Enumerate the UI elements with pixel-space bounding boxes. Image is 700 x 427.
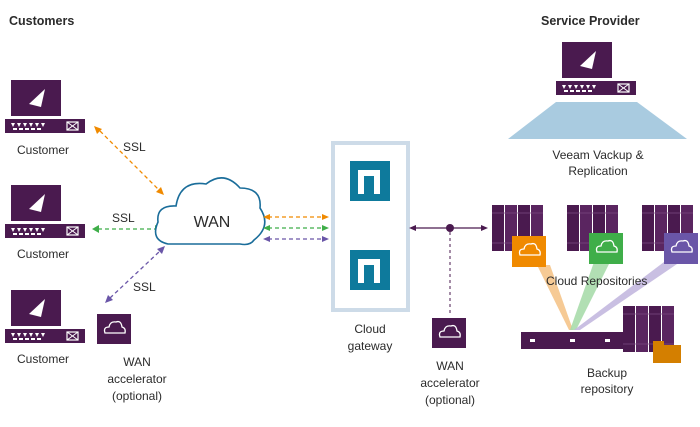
provider-wan-accelerator-line3: (optional)	[425, 393, 475, 407]
customer-1-server-icon	[4, 79, 86, 134]
gateway-icon-2	[350, 250, 390, 290]
cloud-repository-3	[641, 204, 698, 264]
green-cloud-icon	[589, 233, 623, 264]
service-provider-heading: Service Provider	[541, 14, 640, 28]
folder-icon	[653, 341, 681, 363]
backup-repository-line2: repository	[581, 382, 634, 396]
backup-repository-line1: Backup	[587, 366, 627, 380]
beam-orange	[537, 265, 573, 330]
ssl-label-2: SSL	[112, 211, 135, 225]
beam-violet	[574, 262, 680, 330]
provider-wan-accelerator-line2: accelerator	[420, 376, 479, 390]
customer-wan-accelerator-line3: (optional)	[112, 389, 162, 403]
customer-2-server-icon	[4, 184, 86, 239]
ssl-label-3: SSL	[133, 280, 156, 294]
orange-cloud-icon	[512, 236, 546, 267]
customer-2-label: Customer	[17, 247, 69, 261]
customer-wan-accelerator-icon	[97, 314, 131, 344]
customer-3-server-icon	[4, 289, 86, 344]
wan-cloud-icon	[154, 177, 266, 246]
veeam-server-icon	[555, 41, 637, 96]
veeam-beam	[508, 102, 687, 139]
provider-wan-accelerator-icon	[432, 318, 466, 348]
cloud-gateway-frame	[331, 141, 410, 312]
gateway-icon-1	[350, 161, 390, 201]
ssl-label-1: SSL	[123, 140, 146, 154]
veeam-line2: Replication	[568, 164, 627, 178]
wan-label: WAN	[194, 214, 231, 231]
cloud-repository-2	[566, 204, 623, 264]
cloud-repositories-label: Cloud Repositories	[546, 274, 647, 288]
provider-wan-accelerator-line1: WAN	[436, 359, 464, 373]
violet-cloud-icon	[664, 233, 698, 264]
gateway-provider-link	[409, 224, 488, 313]
wan-gateway-links	[263, 214, 329, 242]
customers-heading: Customers	[9, 14, 74, 28]
customer-3-label: Customer	[17, 352, 69, 366]
cloud-gateway-line2: gateway	[348, 339, 393, 353]
cloud-gateway-line1: Cloud	[354, 322, 385, 336]
ssl-link-green	[92, 225, 162, 233]
cloud-repository-1	[491, 204, 546, 267]
backup-repository-icon	[521, 305, 675, 353]
customer-wan-accelerator-line2: accelerator	[107, 372, 166, 386]
customer-wan-accelerator-line1: WAN	[123, 355, 151, 369]
beam-green	[570, 262, 610, 330]
customer-1-label: Customer	[17, 143, 69, 157]
ssl-link-orange	[94, 126, 164, 195]
veeam-line1: Veeam Vackup &	[552, 148, 643, 162]
ssl-link-violet	[105, 246, 165, 303]
